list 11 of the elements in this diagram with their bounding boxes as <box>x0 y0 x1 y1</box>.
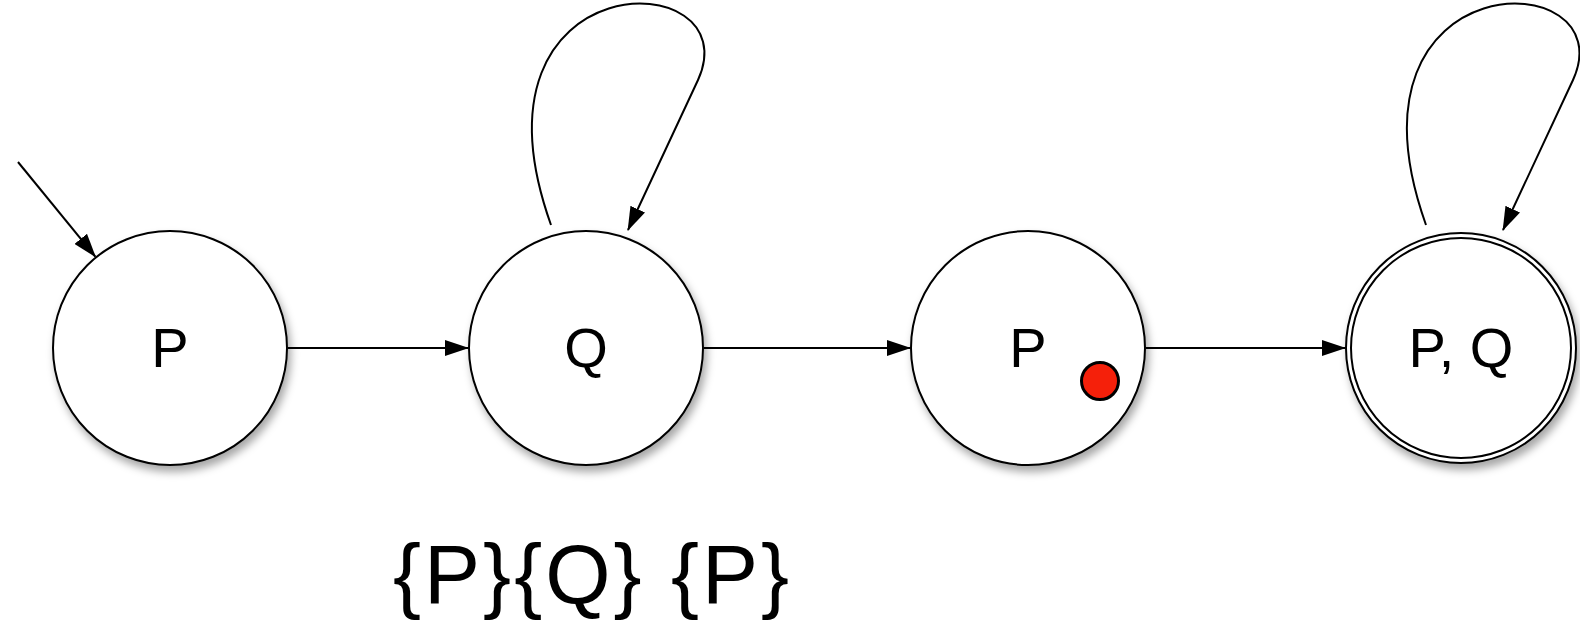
arrow <box>287 340 469 356</box>
self-loop-arrow <box>531 2 706 231</box>
state-label: Q <box>564 320 608 376</box>
state-label: P, Q <box>1408 320 1514 376</box>
self-loop-arrow <box>1406 2 1580 231</box>
state-label: P <box>151 320 189 376</box>
arrow <box>703 340 911 356</box>
arrow <box>1145 340 1346 356</box>
marker-dot <box>1080 361 1120 401</box>
state-label: P <box>1009 320 1047 376</box>
arrow <box>17 161 97 258</box>
